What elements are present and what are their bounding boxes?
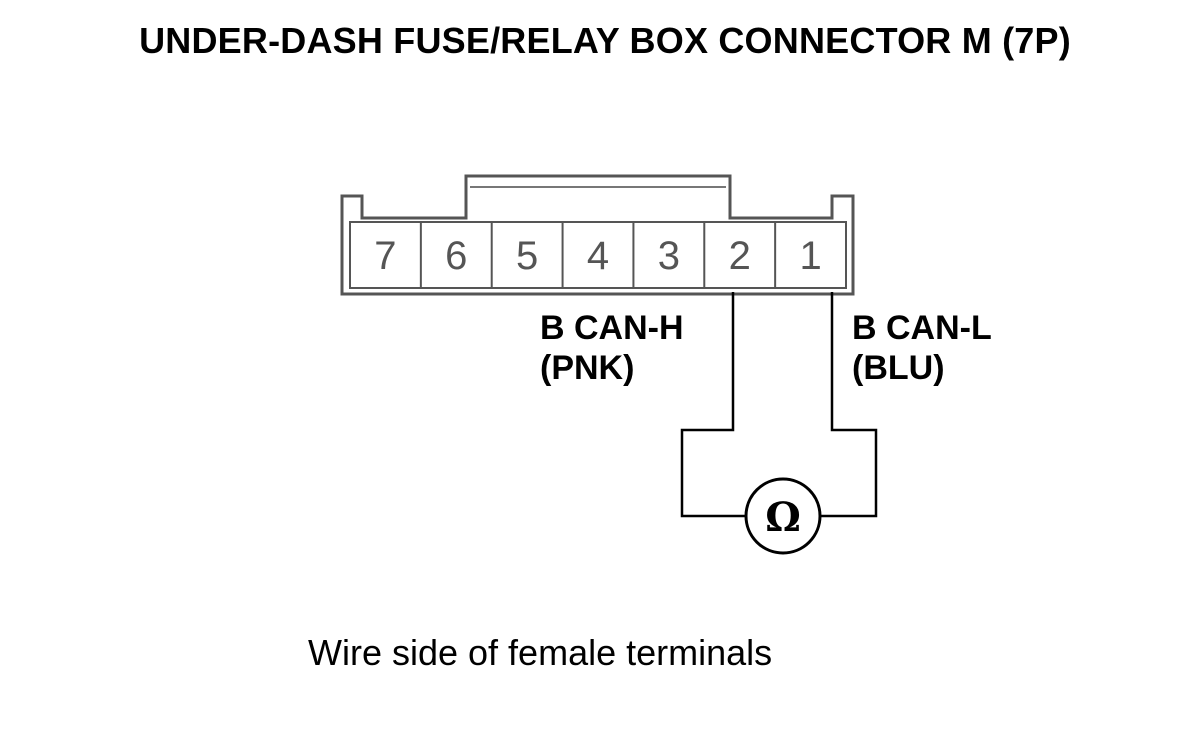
terminal-1: 1: [799, 234, 821, 278]
terminal-4: 4: [587, 234, 609, 278]
can-l-color: (BLU): [852, 349, 945, 387]
terminal-3: 3: [658, 234, 680, 278]
can-h-color: (PNK): [540, 349, 635, 387]
ohmmeter-circle: [744, 477, 822, 555]
terminal-5: 5: [516, 234, 538, 278]
can-l-label: B CAN-L (BLU): [852, 308, 992, 388]
wire-can-l: [821, 292, 878, 518]
diagram-caption: Wire side of female terminals: [308, 632, 773, 673]
diagram-title: UNDER-DASH FUSE/RELAY BOX CONNECTOR M (7…: [139, 20, 1071, 61]
terminal-2: 2: [729, 234, 751, 278]
terminal-6: 6: [445, 234, 467, 278]
can-h-signal: B CAN-H: [540, 309, 684, 347]
can-l-signal: B CAN-L: [852, 309, 992, 347]
terminal-7: 7: [374, 234, 396, 278]
connector-housing: [340, 174, 855, 296]
terminal-pins: 7 6 5 4 3 2 1: [374, 222, 822, 288]
wire-can-h: [680, 292, 745, 518]
ohm-icon: Ω: [765, 494, 801, 541]
can-h-label: B CAN-H (PNK): [540, 308, 684, 388]
terminal-frame: [349, 221, 847, 289]
